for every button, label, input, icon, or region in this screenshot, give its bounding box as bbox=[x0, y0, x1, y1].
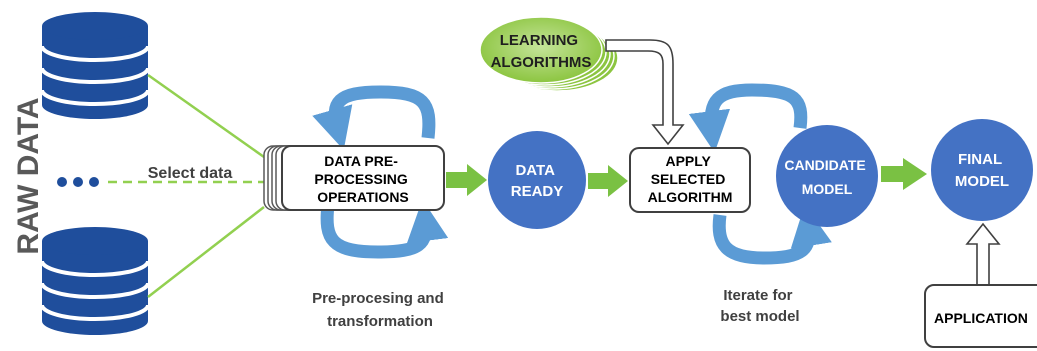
svg-text:CANDIDATE MODEL: CANDIDATE MODEL bbox=[784, 157, 869, 197]
preprocessing-caption-line-2: transformation bbox=[327, 313, 433, 330]
arrow-application-to-final bbox=[965, 222, 1001, 286]
iterate-caption-line-2: best model bbox=[720, 308, 799, 325]
source-line-bottom bbox=[147, 206, 265, 298]
learning-algorithms-line-1: LEARNING bbox=[500, 32, 578, 49]
candidate-model-line-1: CANDIDATE bbox=[784, 157, 865, 173]
candidate-loop-top bbox=[688, 83, 808, 153]
more-sources-dots bbox=[57, 177, 99, 187]
candidate-model-line-2: MODEL bbox=[802, 181, 853, 197]
database-icon-top bbox=[40, 12, 150, 119]
data-ready-line-1: DATA bbox=[515, 162, 555, 179]
final-model-line-1: FINAL bbox=[958, 151, 1002, 168]
preprocessing-loop-top bbox=[312, 85, 436, 151]
svg-text:FINAL MODEL: FINAL MODEL bbox=[955, 151, 1009, 190]
arrow-preprocessing-to-ready bbox=[446, 164, 487, 196]
svg-text:DATA READY: DATA READY bbox=[511, 162, 564, 200]
data-ready-node: DATA READY bbox=[488, 131, 586, 229]
arrow-learning-to-apply bbox=[605, 39, 685, 146]
apply-algorithm-line-3: ALGORITHM bbox=[648, 189, 733, 205]
preprocessing-box-line-2: PROCESSING bbox=[314, 171, 407, 187]
candidate-loop-bottom bbox=[712, 204, 832, 265]
final-model-node: FINAL MODEL bbox=[931, 119, 1033, 221]
data-ready-line-2: READY bbox=[511, 183, 564, 200]
application-box: APPLICATION bbox=[924, 284, 1037, 348]
application-label: APPLICATION bbox=[934, 310, 1028, 326]
preprocessing-loop-bottom bbox=[320, 199, 449, 259]
iterate-caption: Iterate for best model bbox=[720, 287, 799, 325]
svg-text:DATA PRE- PROCESSING: DATA PRE- PROCESSING OPERATIONS bbox=[314, 153, 411, 205]
preprocessing-box-line-1: DATA PRE- bbox=[324, 153, 398, 169]
preprocessing-box-stack: DATA PRE- PROCESSING OPERATIONS bbox=[263, 145, 445, 211]
svg-text:LEARNING ALGORITHMS: LEARNING ALGORITHMS bbox=[491, 32, 592, 71]
preprocessing-caption: Pre-procesing and transformation bbox=[312, 290, 448, 330]
apply-algorithm-line-2: SELECTED bbox=[651, 171, 726, 187]
preprocessing-box-line-3: OPERATIONS bbox=[317, 189, 409, 205]
svg-text:APPLY SELECTED ALG: APPLY SELECTED ALGORITHM bbox=[648, 153, 733, 205]
arrow-candidate-to-final bbox=[881, 158, 927, 190]
preprocessing-caption-line-1: Pre-procesing and bbox=[312, 290, 444, 307]
final-model-line-2: MODEL bbox=[955, 173, 1009, 190]
arrow-ready-to-apply bbox=[588, 165, 628, 197]
source-line-top bbox=[147, 73, 265, 159]
candidate-model-node: CANDIDATE MODEL bbox=[776, 125, 878, 227]
learning-algorithms-node: LEARNING ALGORITHMS bbox=[479, 16, 619, 92]
select-data-label: Select data bbox=[148, 165, 233, 182]
raw-data-label: RAW DATA bbox=[12, 97, 45, 254]
apply-algorithm-box: APPLY SELECTED ALGORITHM bbox=[629, 147, 751, 213]
learning-algorithms-line-2: ALGORITHMS bbox=[491, 54, 592, 71]
database-icon-bottom bbox=[40, 227, 150, 335]
apply-algorithm-line-1: APPLY bbox=[665, 153, 711, 169]
iterate-caption-line-1: Iterate for bbox=[723, 287, 792, 304]
